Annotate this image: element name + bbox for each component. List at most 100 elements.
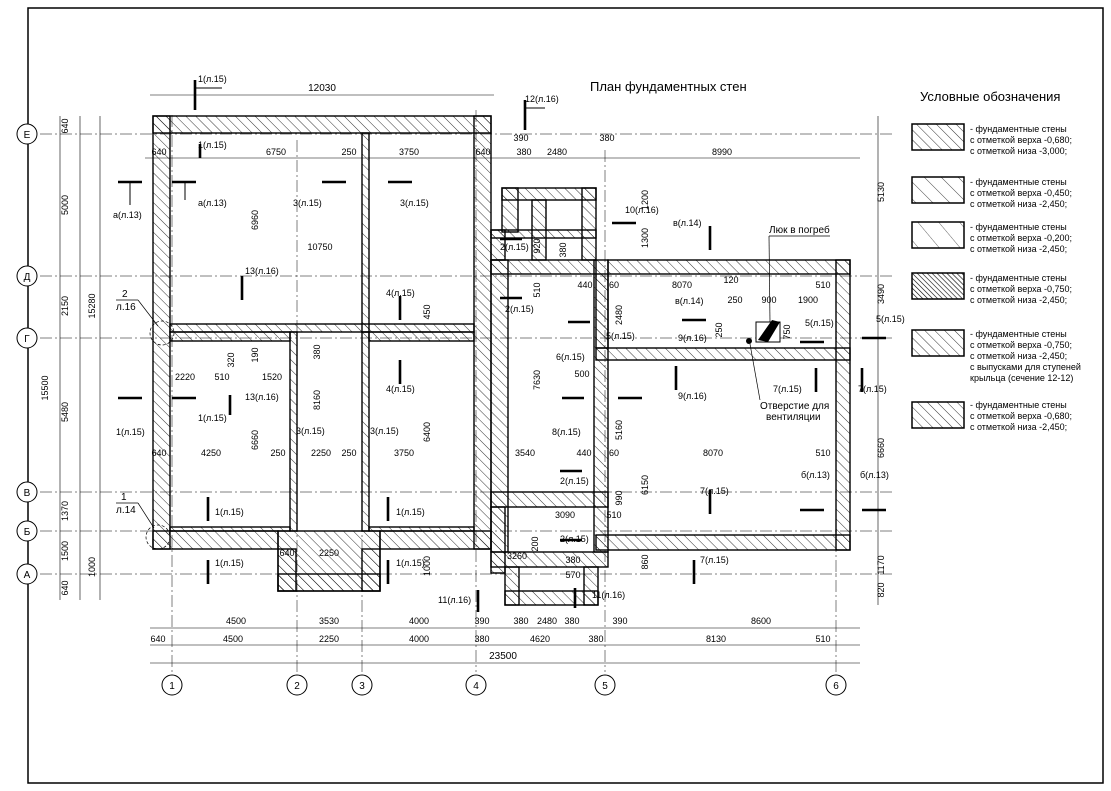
svg-text:с отметкой верха -0,750;: с отметкой верха -0,750;	[970, 284, 1072, 294]
svg-text:- фундаментные стены: - фундаментные стены	[970, 329, 1067, 339]
svg-text:Люк в погреб: Люк в погреб	[769, 224, 830, 236]
svg-text:390: 390	[474, 616, 489, 626]
svg-text:5480: 5480	[60, 402, 70, 422]
svg-text:2250: 2250	[319, 634, 339, 644]
svg-text:13(л.16): 13(л.16)	[245, 392, 279, 402]
svg-text:440: 440	[577, 280, 592, 290]
axis-bubble-1: 1	[161, 674, 183, 696]
svg-text:вентиляции: вентиляции	[766, 412, 821, 423]
svg-text:6: 6	[833, 681, 839, 692]
svg-text:2: 2	[122, 289, 128, 300]
dims-right: 5130 3490 6660 1170 820	[876, 182, 886, 598]
dims-top: 12030 640 6750 250 3750 640 390 380 2480…	[151, 83, 732, 157]
svg-text:7(л.15): 7(л.15)	[700, 486, 729, 496]
svg-text:6150: 6150	[640, 475, 650, 495]
dims-left: 640 5000 2150 15280 5480 15500 1370 1500…	[40, 118, 97, 595]
svg-text:1500: 1500	[60, 541, 70, 561]
svg-text:5: 5	[602, 681, 608, 692]
svg-text:2: 2	[294, 681, 300, 692]
dimension-lines	[59, 94, 879, 664]
svg-text:640: 640	[279, 548, 294, 558]
svg-text:а(л.13): а(л.13)	[198, 198, 227, 208]
axis-bubble-2: 2	[286, 674, 308, 696]
svg-text:3530: 3530	[319, 616, 339, 626]
svg-text:380: 380	[588, 634, 603, 644]
svg-text:5130: 5130	[876, 182, 886, 202]
svg-text:3: 3	[359, 681, 365, 692]
svg-text:2(л.15): 2(л.15)	[500, 242, 529, 252]
svg-text:3750: 3750	[394, 448, 414, 458]
svg-text:1: 1	[121, 492, 127, 503]
svg-text:6400: 6400	[422, 422, 432, 442]
svg-text:- фундаментные стены: - фундаментные стены	[970, 400, 1067, 410]
svg-text:8600: 8600	[751, 616, 771, 626]
svg-text:1(л.15): 1(л.15)	[215, 507, 244, 517]
svg-text:7(л.15): 7(л.15)	[773, 384, 802, 394]
svg-text:8070: 8070	[703, 448, 723, 458]
svg-text:1170: 1170	[876, 555, 886, 574]
dims-bottom: 4500 3530 4000 390 380 2480 380 390 8600…	[150, 616, 830, 662]
svg-text:- фундаментные стены: - фундаментные стены	[970, 222, 1067, 232]
svg-text:60: 60	[609, 280, 619, 290]
svg-text:250: 250	[727, 295, 742, 305]
legend-item-5: - фундаментные стены с отметкой верха -0…	[911, 329, 1081, 383]
svg-text:190: 190	[250, 347, 260, 362]
svg-text:б(л.13): б(л.13)	[801, 470, 830, 480]
svg-text:В: В	[24, 488, 31, 499]
axis-bubble-B: Б	[16, 520, 38, 542]
legend-item-6: - фундаментные стены с отметкой верха -0…	[911, 400, 1072, 432]
svg-text:510: 510	[214, 372, 229, 382]
svg-text:500: 500	[574, 369, 589, 379]
svg-text:250: 250	[270, 448, 285, 458]
svg-text:23500: 23500	[489, 651, 517, 662]
svg-text:2480: 2480	[537, 616, 557, 626]
svg-text:11(л.16): 11(л.16)	[592, 590, 625, 600]
axis-bubble-G: Г	[16, 327, 38, 349]
svg-text:3(л.15): 3(л.15)	[370, 426, 399, 436]
axis-bubble-D: Д	[16, 265, 38, 287]
svg-text:с отметкой верха -0,450;: с отметкой верха -0,450;	[970, 188, 1072, 198]
svg-text:380: 380	[599, 133, 614, 143]
axis-bubble-4: 4	[465, 674, 487, 696]
svg-text:860: 860	[640, 554, 650, 569]
svg-text:8990: 8990	[712, 147, 732, 157]
svg-text:с отметкой верха -0,680;: с отметкой верха -0,680;	[970, 135, 1072, 145]
svg-text:3(л.15): 3(л.15)	[400, 198, 429, 208]
legend-item-2: - фундаментные стены с отметкой верха -0…	[911, 176, 1072, 209]
svg-text:с отметкой низа -2,450;: с отметкой низа -2,450;	[970, 199, 1067, 209]
svg-text:1: 1	[169, 681, 175, 692]
svg-text:5000: 5000	[60, 195, 70, 215]
svg-text:3540: 3540	[515, 448, 535, 458]
svg-text:640: 640	[151, 448, 166, 458]
svg-text:4000: 4000	[409, 634, 429, 644]
svg-text:380: 380	[564, 616, 579, 626]
svg-text:4500: 4500	[223, 634, 243, 644]
svg-text:640: 640	[60, 580, 70, 595]
svg-text:250: 250	[714, 322, 724, 337]
svg-text:1(л.15): 1(л.15)	[116, 427, 145, 437]
svg-text:380: 380	[558, 242, 568, 257]
svg-text:2480: 2480	[614, 305, 624, 325]
svg-text:820: 820	[876, 582, 886, 597]
svg-text:1300: 1300	[640, 228, 650, 248]
svg-text:1370: 1370	[60, 501, 70, 521]
svg-text:250: 250	[341, 448, 356, 458]
svg-text:15280: 15280	[87, 293, 97, 318]
svg-text:10750: 10750	[307, 242, 332, 252]
axis-bubble-6: 6	[825, 674, 847, 696]
svg-text:3490: 3490	[876, 284, 886, 304]
svg-text:3090: 3090	[555, 510, 575, 520]
axis-bubble-E: Е	[16, 123, 38, 145]
svg-text:9(л.16): 9(л.16)	[678, 391, 707, 401]
svg-text:390: 390	[612, 616, 627, 626]
svg-text:л.14: л.14	[116, 505, 136, 516]
svg-text:1(л.15): 1(л.15)	[198, 140, 227, 150]
svg-text:Г: Г	[24, 334, 30, 345]
svg-text:200: 200	[530, 536, 540, 551]
svg-text:1(л.15): 1(л.15)	[215, 558, 244, 568]
svg-text:2250: 2250	[319, 548, 339, 558]
axis-bubble-V: В	[16, 481, 38, 503]
svg-text:5160: 5160	[614, 420, 624, 440]
svg-text:1520: 1520	[262, 372, 282, 382]
svg-text:12(л.16): 12(л.16)	[525, 94, 559, 104]
